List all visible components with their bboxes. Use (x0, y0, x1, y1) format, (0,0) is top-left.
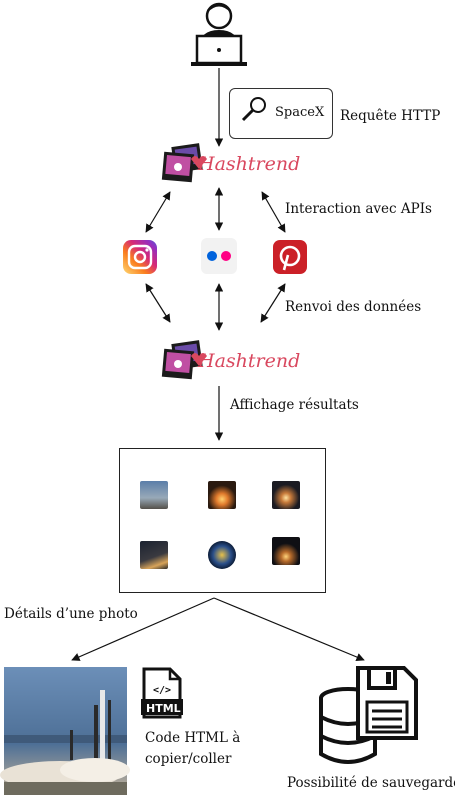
results-grid (119, 448, 326, 593)
label-photo-details: Détails d’une photo (4, 606, 138, 622)
result-thumbnail[interactable] (140, 481, 168, 509)
label-html-code-line2: copier/coller (145, 751, 232, 767)
html-tag-glyph: </> (153, 685, 171, 696)
label-api-interaction: Interaction avec APIs (285, 201, 432, 217)
search-query-box: SpaceX (229, 88, 333, 139)
arrow-results-detail (71, 597, 215, 661)
html-badge-text: HTML (146, 702, 181, 715)
html-file-icon (141, 667, 183, 719)
result-thumbnail[interactable] (140, 541, 168, 569)
arrow-results-save (213, 597, 365, 661)
result-thumbnail[interactable] (208, 541, 236, 569)
result-thumbnail[interactable] (272, 537, 300, 565)
user-laptop-icon (191, 2, 247, 66)
result-thumbnail[interactable] (208, 481, 236, 509)
label-data-return: Renvoi des données (285, 299, 422, 315)
search-query-text: SpaceX (275, 105, 325, 120)
label-display-results: Affichage résultats (230, 397, 359, 413)
hashtrend-logo-text: Hashtrend (197, 153, 300, 175)
hashtrend-logo-icon-2 (161, 340, 207, 380)
label-http-request: Requête HTTP (340, 108, 441, 124)
instagram-icon (123, 240, 157, 274)
arrow-pinterest-app (260, 283, 286, 323)
magnifier-icon (241, 97, 266, 122)
detail-photo (0, 667, 130, 795)
label-html-code-line1: Code HTML à (145, 730, 241, 746)
label-save-option: Possibilité de sauvegarde (287, 775, 455, 791)
arrow-app-pinterest (261, 191, 286, 233)
database-save-icon (319, 666, 418, 764)
hashtrend-logo-icon (161, 143, 207, 183)
arrow-app-instagram (145, 191, 171, 233)
arrow-instagram-app (145, 283, 171, 323)
pinterest-icon (273, 240, 307, 274)
result-thumbnail[interactable] (272, 481, 300, 509)
hashtrend-logo-text-2: Hashtrend (197, 350, 300, 372)
flickr-icon (201, 238, 237, 274)
